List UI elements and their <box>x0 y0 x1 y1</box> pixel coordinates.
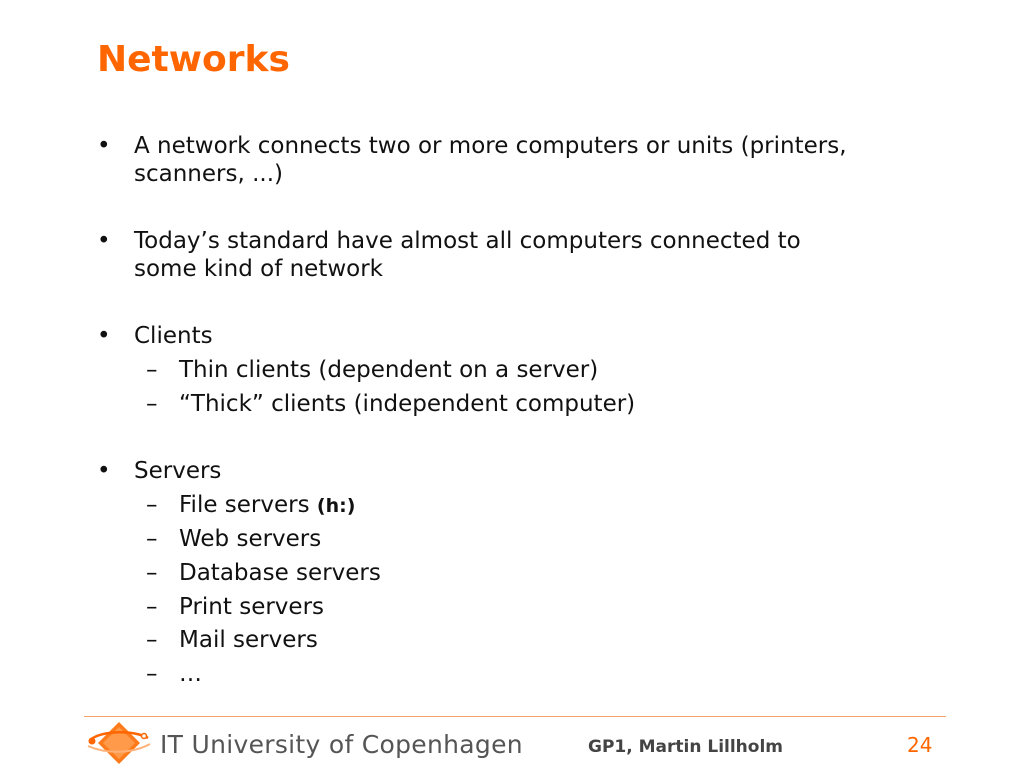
bullet-item: • Today’s standard have almost all compu… <box>97 227 957 283</box>
bullet-text: Clients <box>134 323 213 349</box>
page-number: 24 <box>907 733 933 757</box>
sub-item: – “Thick” clients (independent computer) <box>146 390 946 418</box>
dash-marker: – <box>146 526 158 552</box>
file-servers-label: File servers <box>179 492 310 518</box>
university-name: IT University of Copenhagen <box>160 730 523 759</box>
sub-item: – Web servers <box>146 525 946 553</box>
dash-marker: – <box>146 627 158 653</box>
sub-item: – Database servers <box>146 559 946 587</box>
bullet-text: Servers <box>134 458 222 484</box>
dash-marker: – <box>146 391 158 417</box>
sub-item-text: Thin clients (dependent on a server) <box>179 357 599 383</box>
author-label: GP1, Martin Lillholm <box>588 737 784 757</box>
bullet-item: • Clients <box>97 322 957 350</box>
sub-item-text: Web servers <box>179 526 322 552</box>
bullet-marker: • <box>97 133 111 159</box>
bullet-text-line: some kind of network <box>134 256 384 282</box>
sub-item: – Print servers <box>146 593 946 621</box>
footer-divider <box>84 716 946 717</box>
sub-item: – Mail servers <box>146 626 946 654</box>
dash-marker: – <box>146 560 158 586</box>
slide-title: Networks <box>97 39 290 80</box>
dash-marker: – <box>146 594 158 620</box>
bullet-item: • Servers <box>97 457 957 485</box>
sub-item: – Thin clients (dependent on a server) <box>146 356 946 384</box>
bullet-text-line: Today’s standard have almost all compute… <box>134 228 801 254</box>
bullet-text-line: A network connects two or more computers… <box>134 133 847 159</box>
bullet-marker: • <box>97 228 111 254</box>
itu-logo-icon <box>84 718 154 768</box>
drive-tag: (h:) <box>316 495 356 517</box>
sub-item-text: Print servers <box>179 594 325 620</box>
dash-marker: – <box>146 357 158 383</box>
sub-item-text: File servers (h:) <box>179 491 355 520</box>
bullet-marker: • <box>97 458 111 484</box>
sub-item-text: … <box>179 661 202 687</box>
dash-marker: – <box>146 661 158 687</box>
dash-marker: – <box>146 492 158 518</box>
bullet-marker: • <box>97 323 111 349</box>
sub-item-text: “Thick” clients (independent computer) <box>179 391 636 417</box>
sub-item: – File servers (h:) <box>146 491 946 520</box>
bullet-item: • A network connects two or more compute… <box>97 132 957 188</box>
sub-item: – … <box>146 660 946 688</box>
sub-item-text: Database servers <box>179 560 381 586</box>
sub-item-text: Mail servers <box>179 627 318 653</box>
bullet-text-line: scanners, ...) <box>134 161 283 187</box>
